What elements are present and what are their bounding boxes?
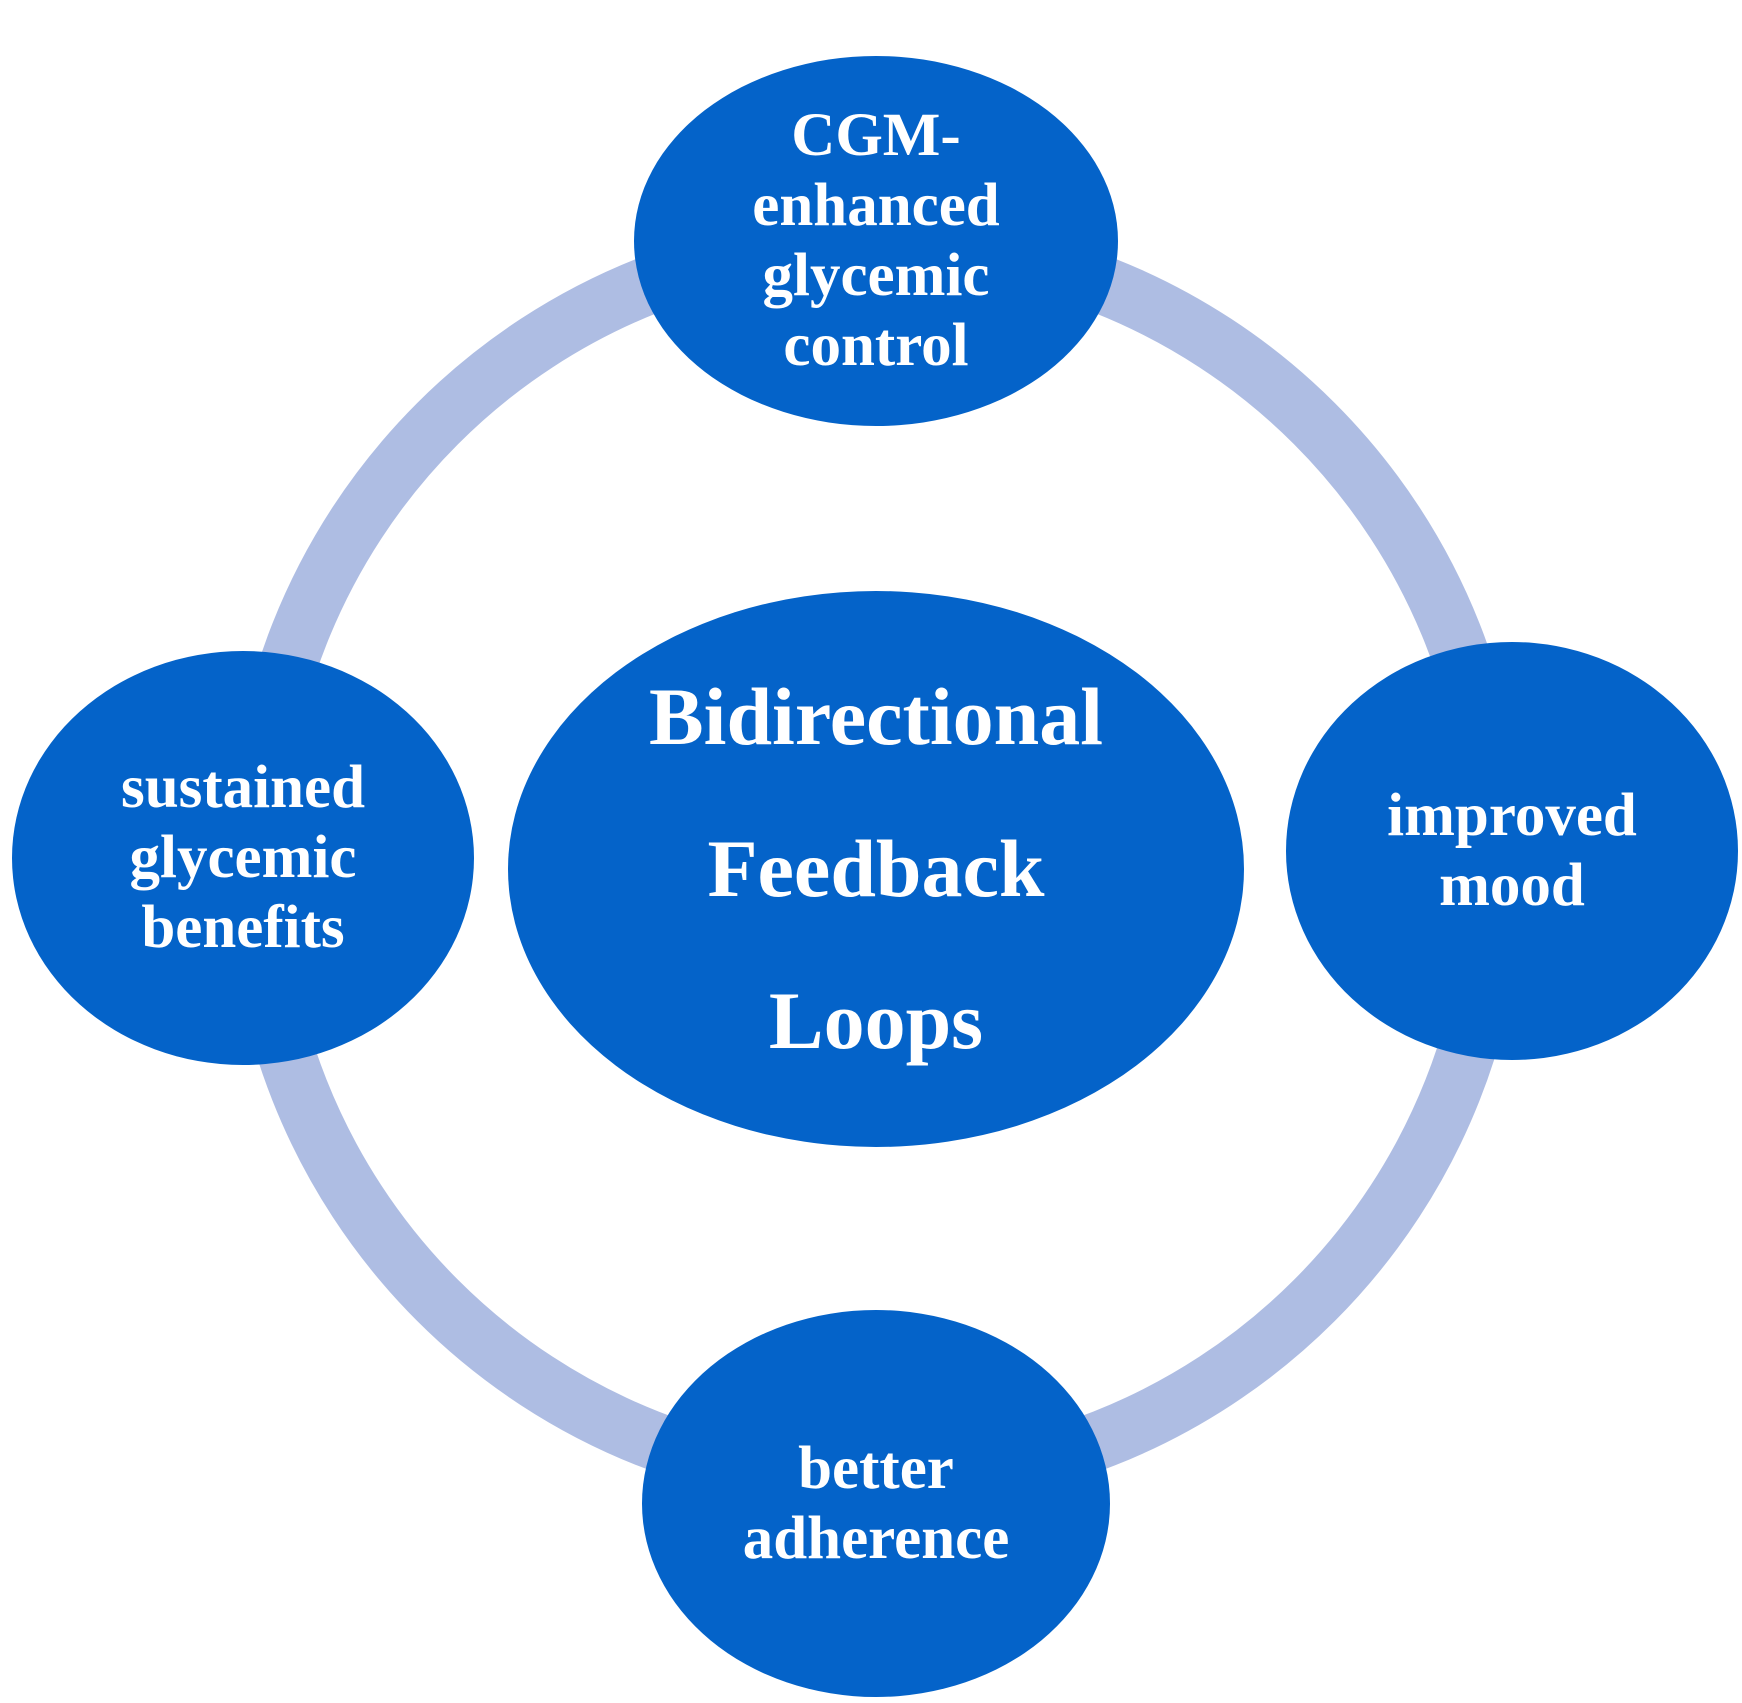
center-node-bidirectional-feedback-loops: Bidirectional Feedback Loops — [508, 591, 1244, 1147]
node-label: better adherence — [742, 1434, 1010, 1572]
node-sustained-glycemic-benefits: sustained glycemic benefits — [12, 651, 474, 1065]
node-better-adherence: better adherence — [642, 1310, 1110, 1697]
node-cgm-enhanced-glycemic-control: CGM- enhanced glycemic control — [634, 56, 1118, 426]
node-label: sustained glycemic benefits — [120, 754, 366, 961]
node-label: improved mood — [1387, 782, 1637, 919]
node-improved-mood: improved mood — [1286, 642, 1738, 1060]
center-label: Bidirectional Feedback Loops — [648, 671, 1104, 1066]
node-label: CGM- enhanced glycemic control — [752, 102, 1000, 379]
